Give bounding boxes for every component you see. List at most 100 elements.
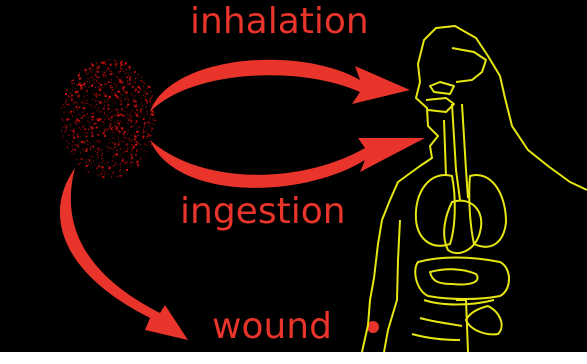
- particle: [104, 129, 106, 131]
- particle: [104, 135, 106, 137]
- particle: [83, 141, 84, 142]
- particle: [149, 91, 150, 92]
- particle: [131, 148, 132, 149]
- particle: [131, 114, 132, 115]
- particle: [128, 157, 129, 158]
- particle: [147, 101, 148, 102]
- particle: [102, 74, 103, 75]
- particle: [143, 86, 144, 87]
- particle: [85, 103, 86, 104]
- particle: [96, 141, 97, 142]
- particle: [99, 121, 100, 122]
- particle: [66, 129, 67, 130]
- particle: [142, 138, 143, 139]
- particle: [80, 137, 81, 138]
- particle: [127, 162, 128, 163]
- particle: [141, 149, 142, 150]
- particle: [86, 170, 87, 171]
- particle: [89, 78, 90, 79]
- particle: [96, 62, 97, 63]
- particle: [115, 66, 116, 67]
- particle: [71, 99, 73, 101]
- particle: [146, 106, 147, 107]
- particle: [93, 113, 94, 114]
- particle: [118, 139, 119, 140]
- particle: [62, 119, 63, 120]
- particle: [86, 162, 87, 163]
- particle: [146, 93, 148, 95]
- inhalation-arrow: [150, 60, 410, 112]
- particle: [122, 141, 123, 142]
- particle: [130, 154, 132, 156]
- particle: [115, 83, 116, 84]
- particle: [80, 82, 81, 83]
- particle: [141, 98, 142, 99]
- particle: [118, 72, 119, 73]
- particle: [142, 106, 143, 107]
- particle: [101, 111, 102, 112]
- particle: [104, 171, 105, 172]
- particle: [139, 112, 140, 113]
- particle: [136, 163, 137, 164]
- particle: [113, 115, 114, 116]
- particle: [81, 141, 83, 143]
- particle: [68, 95, 70, 97]
- particle: [151, 144, 152, 145]
- particle: [98, 157, 99, 158]
- particle: [91, 85, 92, 86]
- particle: [131, 73, 132, 74]
- particle: [141, 81, 142, 82]
- particle: [106, 93, 107, 94]
- particle: [114, 163, 115, 164]
- particle: [87, 81, 88, 82]
- particle: [99, 111, 100, 112]
- wound-arrow: [60, 168, 188, 340]
- particle: [81, 101, 82, 102]
- particle: [84, 116, 85, 117]
- particle: [70, 111, 72, 113]
- particle: [91, 127, 92, 128]
- particle: [129, 140, 130, 141]
- particle: [125, 137, 126, 138]
- particle: [91, 146, 92, 147]
- particle: [135, 96, 136, 97]
- particle: [132, 157, 133, 158]
- particle: [68, 134, 69, 135]
- particle: [127, 84, 128, 85]
- particle: [99, 88, 100, 89]
- particle: [119, 171, 120, 172]
- particle: [122, 130, 123, 131]
- particle: [86, 95, 87, 96]
- particle: [125, 98, 126, 99]
- particle: [86, 115, 87, 116]
- particle: [87, 140, 88, 141]
- particle: [67, 147, 68, 148]
- particle: [70, 130, 71, 131]
- particle: [112, 89, 113, 90]
- particle: [91, 76, 92, 77]
- particle: [76, 106, 78, 108]
- particle: [135, 91, 136, 92]
- particle: [133, 81, 134, 82]
- particle: [120, 67, 121, 68]
- particle: [130, 93, 131, 94]
- particle: [106, 117, 107, 118]
- particle: [117, 154, 118, 155]
- particle: [150, 105, 151, 106]
- particle: [105, 75, 106, 76]
- particle: [111, 176, 112, 177]
- particle: [72, 130, 74, 132]
- particle: [76, 119, 78, 121]
- particle: [99, 87, 100, 88]
- particle: [92, 84, 93, 85]
- particle: [136, 104, 137, 105]
- particle: [88, 117, 89, 118]
- particle: [150, 126, 151, 127]
- particle: [127, 133, 128, 134]
- particle: [146, 130, 147, 131]
- particle: [118, 144, 119, 145]
- particle: [107, 128, 108, 129]
- particle: [136, 131, 137, 132]
- particle: [120, 163, 121, 164]
- particle: [107, 162, 108, 163]
